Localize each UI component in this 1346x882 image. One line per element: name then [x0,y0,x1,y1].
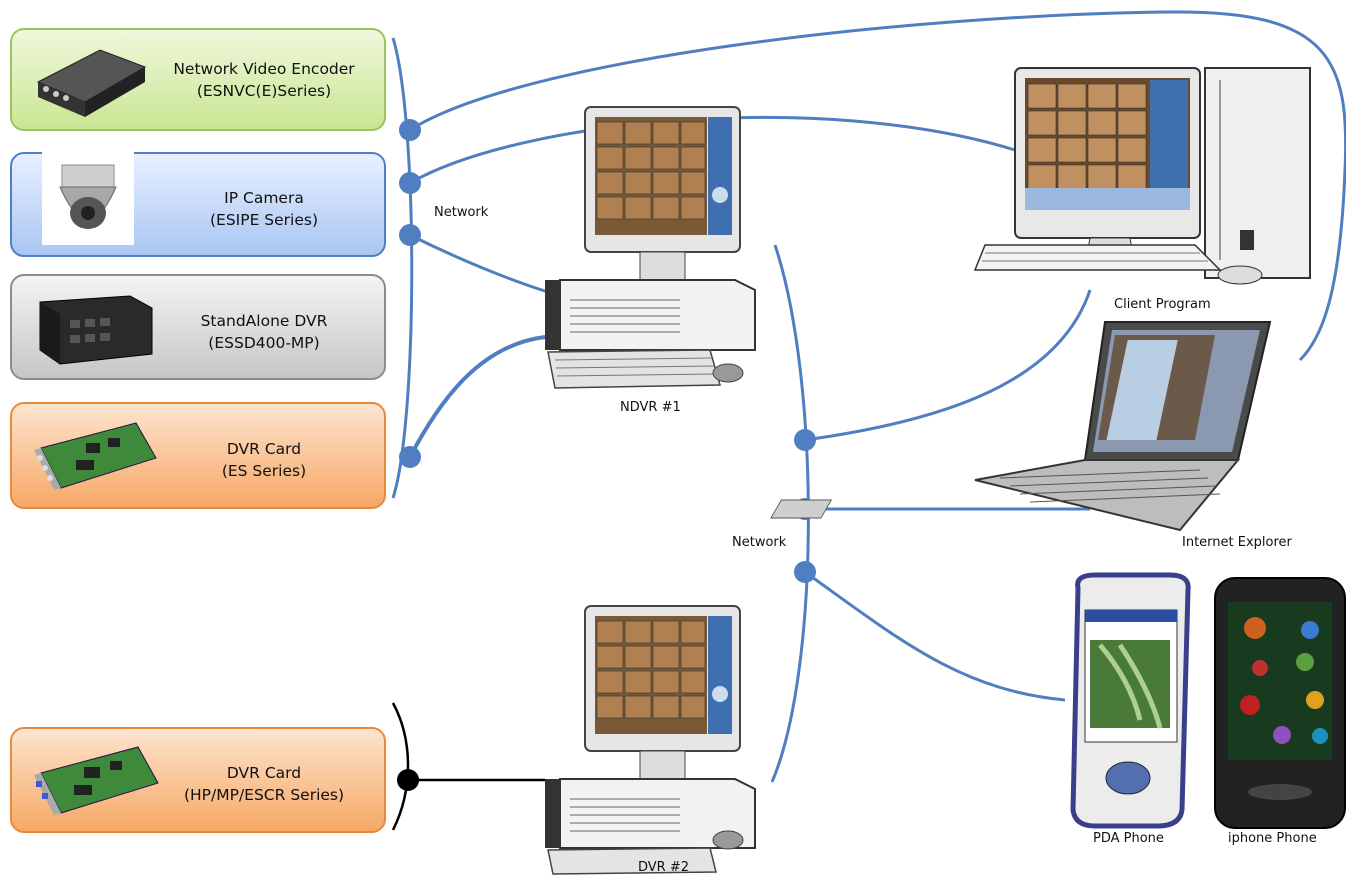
link-card-ndvr1 [408,335,546,458]
ip-camera-name: IP Camera [224,189,304,207]
pda-phone-label: PDA Phone [1093,831,1164,846]
dvr2-computer-icon [545,605,756,875]
pda-phone-icon [1070,572,1191,829]
device-box-standalone-dvr: StandAlone DVR (ESSD400-MP) [10,274,386,380]
standalone-dvr-name: StandAlone DVR [200,312,328,330]
center-network-bus [770,244,810,783]
device-box-dvr-card-es: DVR Card (ES Series) [10,402,386,509]
ip-camera-model: (ESIPE Series) [209,211,319,229]
internet-explorer-label: Internet Explorer [1182,535,1292,550]
capture-card-icon [34,422,157,490]
standalone-dvr-icon [39,295,153,365]
link-center-pda [804,570,1066,702]
ndvr1-computer-icon [545,106,756,389]
dvr-card-es-name: DVR Card [226,440,302,458]
node-center-client [794,429,816,451]
standalone-dvr-model: (ESSD400-MP) [208,334,320,352]
encoder-device-icon [36,49,147,117]
client-program-label: Client Program [1114,297,1211,312]
dvr2-label: DVR #2 [638,860,690,875]
node-camera-client [399,172,421,194]
node-card [399,446,421,468]
laptop-icon [770,321,1272,532]
ndvr1-label: NDVR #1 [620,400,681,415]
left-network-bus [391,37,414,499]
link-center-client [804,289,1092,442]
encoder-name: Network Video Encoder [173,60,355,78]
dvr-card-es-model: (ES Series) [221,462,307,480]
link-encoder-remote [409,10,1346,362]
network-left-label: Network [434,205,489,220]
device-box-dvr-card-hp: DVR Card (HP/MP/ESCR Series) [10,727,386,833]
node-center-pda [794,561,816,583]
smartphone-icon [1214,577,1346,829]
iphone-phone-label: iphone Phone [1228,831,1317,846]
node-local [397,769,419,791]
client-computer-icon [973,67,1311,285]
dvr-card-hp-model: (HP/MP/ESCR Series) [183,786,345,804]
device-box-ip-camera: IP Camera (ESIPE Series) [10,151,386,257]
network-center-label: Network [732,535,787,550]
dvr-card-hp-name: DVR Card [226,764,302,782]
capture-card-icon-2 [34,746,159,815]
device-box-encoder: Network Video Encoder (ESNVC(E)Series) [10,28,386,131]
link-camera-ndvr1 [409,233,549,294]
node-camera-ndvr [399,224,421,246]
encoder-model: (ESNVC(E)Series) [196,82,332,100]
local-bracket [391,702,410,831]
dome-camera-icon [42,151,134,245]
node-encoder [399,119,421,141]
